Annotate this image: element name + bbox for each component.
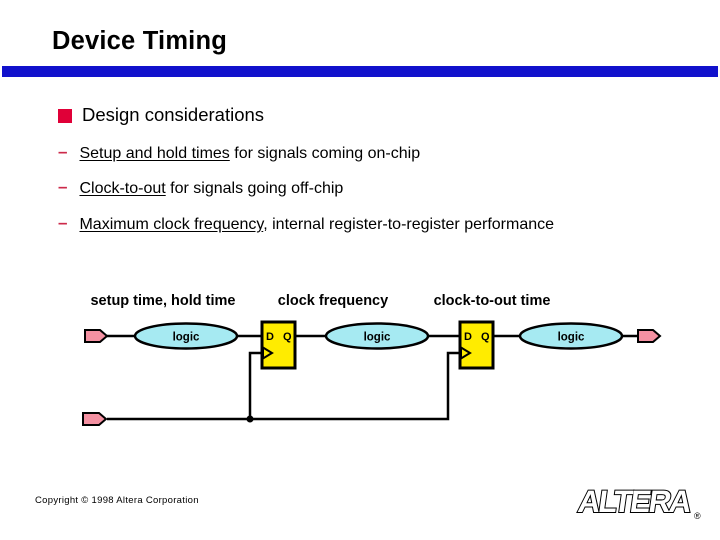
ff2-d-label: D [464,331,472,343]
dash-bullet-icon: – [58,142,68,161]
page-title: Device Timing [52,27,228,55]
ff2-q-label: Q [481,331,490,343]
bullet-max-clock-frequency: – Maximum clock frequency, internal regi… [58,213,554,234]
underlined-term: Clock-to-out [79,180,166,197]
altera-logo: ALTERA ® [568,476,708,528]
ff1-clock-triangle-icon [262,345,274,361]
label-setup-hold-time: setup time, hold time [90,293,235,309]
ff2-clock-triangle-icon [460,345,472,361]
dash-bullet-icon: – [58,177,68,196]
bullet-max-clock-frequency-text: Maximum clock frequency, internal regist… [79,216,554,234]
logic-label-3: logic [558,332,585,344]
bullet-rest-text: for signals coming on-chip [229,145,421,162]
output-pin-icon [637,329,662,343]
bullet-setup-hold-text: Setup and hold times for signals coming … [79,145,420,163]
underlined-term: Setup and hold times [79,145,230,162]
underlined-term: Maximum clock frequency [79,216,264,233]
logic-label-2: logic [364,332,391,344]
ff1-d-label: D [266,331,274,343]
wire-junction-dot [246,415,254,423]
bullet-clock-to-out-text: Clock-to-out for signals going off-chip [79,180,343,198]
flip-flop-1 [260,320,297,370]
bullet-rest-text: for signals going off-chip [165,180,344,197]
clock-branch-wire [248,351,263,419]
altera-logo-text: ALTERA [576,484,694,519]
bullet-rest-text: , internal register-to-register performa… [263,216,555,233]
timing-diagram: setup time, hold time clock frequency cl… [60,285,680,435]
clock-wire [107,351,461,421]
timing-diagram-svg: setup time, hold time clock frequency cl… [82,293,662,426]
logic-cloud-3 [518,322,624,350]
logic-cloud-1 [133,322,239,350]
logic-cloud-2 [324,322,430,350]
copyright-text: Copyright © 1998 Altera Corporation [35,495,199,506]
bullet-design-considerations: Design considerations [58,104,264,126]
clock-pin-icon [82,412,108,426]
registered-mark-icon: ® [694,511,701,521]
bullet-main-label: Design considerations [82,104,265,125]
ff1-q-label: Q [283,331,292,343]
label-clock-frequency: clock frequency [278,293,388,309]
label-clock-to-out-time: clock-to-out time [434,293,551,309]
dash-bullet-icon: – [58,213,68,232]
title-divider-bar [2,66,718,77]
flip-flop-2 [458,320,495,370]
bullet-clock-to-out: – Clock-to-out for signals going off-chi… [58,177,343,198]
logic-label-1: logic [173,332,200,344]
bullet-setup-hold: – Setup and hold times for signals comin… [58,142,420,163]
altera-logo-svg: ALTERA ® [575,483,701,521]
square-bullet-icon [58,108,72,123]
input-pin-icon [84,329,109,343]
